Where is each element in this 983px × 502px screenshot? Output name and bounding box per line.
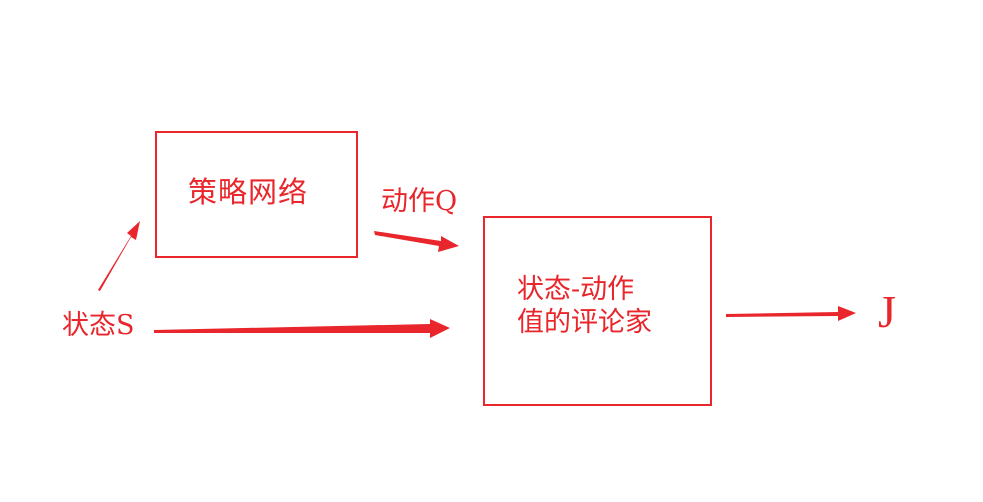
policy-network-label: 策略网络 (188, 175, 309, 209)
arrow-state-to-policy (98, 221, 140, 291)
policy-network-box (155, 131, 358, 258)
arrow-state-to-critic (154, 319, 450, 338)
critic-label-line2: 值的评论家 (517, 307, 652, 338)
arrow-critic-to-output (726, 306, 856, 321)
state-label: 状态S (62, 310, 135, 341)
action-label: 动作Q (381, 186, 458, 217)
output-j-label: J (878, 286, 896, 337)
arrow-policy-to-critic (374, 231, 459, 252)
critic-label-line1: 状态-动作 (517, 274, 635, 305)
critic-box (483, 216, 712, 406)
